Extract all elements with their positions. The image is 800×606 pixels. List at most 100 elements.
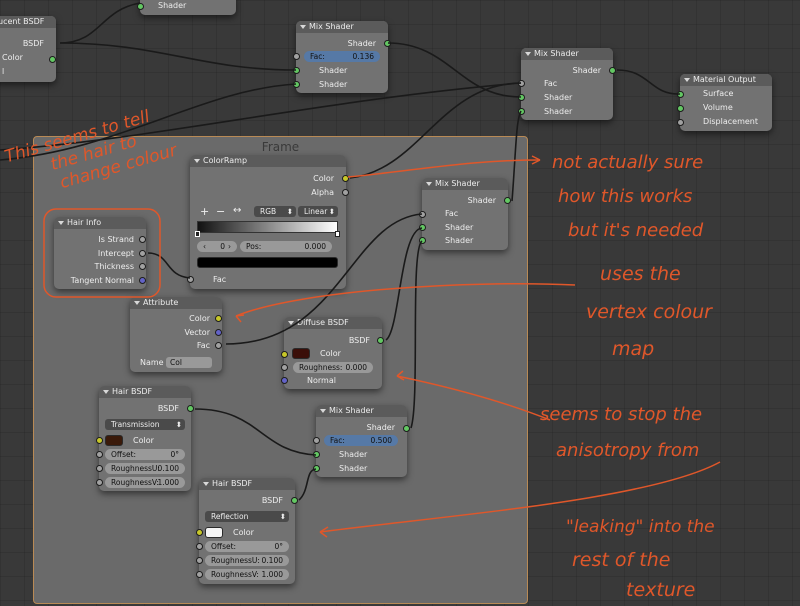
bsdf-output-label: BSDF [157,404,179,413]
stop-color-swatch[interactable] [197,257,338,268]
roughness-field[interactable]: Roughness:0.000 [293,362,373,373]
component-select[interactable]: Transmission⬍ [105,419,185,430]
shader-stub-node[interactable]: Shader [137,0,236,15]
thickness-socket[interactable] [139,263,146,270]
mix-shader-node-2[interactable]: Mix Shader Shader Fac Shader Shader [518,48,616,120]
collapse-icon[interactable] [194,158,200,163]
vector-output-socket[interactable] [215,329,222,336]
shader-input-2-label: Shader [445,236,474,245]
bsdf-output-socket[interactable] [377,337,384,344]
fac-value: 0.500 [370,436,392,445]
remove-stop-button[interactable]: − [216,205,226,218]
alpha-output-socket[interactable] [342,189,349,196]
displacement-input-socket[interactable] [677,119,684,126]
stop-index-field[interactable]: ‹0› [197,241,237,252]
color-output-socket[interactable] [342,175,349,182]
annotation-text: anisotropy from [556,440,699,461]
offset-input-socket[interactable] [196,543,203,550]
shader-input-2-socket[interactable] [419,237,426,244]
volume-input-socket[interactable] [677,105,684,112]
mix-shader-node-4[interactable]: Mix Shader Shader Fac:0.500 Shader Shade… [313,405,410,477]
color-mode-select[interactable]: RGB⬍ [254,206,296,217]
roughness-v-field[interactable]: RoughnessV:1.000 [205,569,289,580]
fac-input-socket[interactable] [293,53,300,60]
attribute-node[interactable]: Attribute Color Vector Fac Name Col [130,297,222,372]
hair-color-swatch[interactable] [205,527,223,538]
color-input-socket[interactable] [196,529,203,536]
component-select[interactable]: Reflection⬍ [205,511,289,522]
pos-field[interactable]: Pos:0.000 [240,241,332,252]
colorramp-node[interactable]: ColorRamp Color Alpha + − ↔ RGB⬍ Linear⬍… [187,155,349,289]
roughness-u-field[interactable]: RoughnessU:0.100 [205,555,289,566]
collapse-icon[interactable] [525,51,531,56]
attribute-name-input[interactable]: Col [166,357,212,368]
hair-bsdf-node-transmission[interactable]: Hair BSDF BSDF Transmission⬍ Color Offse… [96,386,194,491]
offset-field[interactable]: Offset:0° [105,449,185,460]
shader-output-socket[interactable] [609,67,616,74]
roughness-u-field[interactable]: RoughnessU:0.100 [105,463,185,474]
fac-value: 0.136 [352,52,374,61]
color-input-socket[interactable] [96,437,103,444]
bsdf-output-socket[interactable] [291,497,298,504]
shader-input-socket[interactable] [137,3,144,10]
shader-input-1-socket[interactable] [419,224,426,231]
flip-ramp-button[interactable]: ↔ [233,205,242,216]
hair-info-node[interactable]: Hair Info Is Strand Intercept Thickness … [54,217,146,289]
intercept-socket[interactable] [139,250,146,257]
stop-index-value: 0 [220,242,225,251]
pos-value: 0.000 [304,242,326,251]
shader-input-2-socket[interactable] [313,465,320,472]
collapse-icon[interactable] [320,408,326,413]
collapse-icon[interactable] [300,24,306,29]
shader-output-socket[interactable] [403,425,410,432]
collapse-icon[interactable] [684,77,690,82]
node-title: Hair Info [67,218,102,227]
color-output-label: Color [313,174,334,183]
collapse-icon[interactable] [426,181,432,186]
mix-shader-node-1[interactable]: Mix Shader Shader Fac:0.136 Shader Shade… [293,21,391,93]
add-stop-button[interactable]: + [200,205,210,218]
material-output-node[interactable]: Material Output Surface Volume Displacem… [677,74,772,131]
color-input-socket[interactable] [281,351,288,358]
offset-input-socket[interactable] [96,451,103,458]
fac-output-socket[interactable] [215,342,222,349]
diffuse-bsdf-node[interactable]: Diffuse BSDF BSDF Color Roughness:0.000 … [281,317,384,389]
hair-bsdf-node-reflection[interactable]: Hair BSDF BSDF Reflection⬍ Color Offset:… [196,478,298,584]
roughness-u-input-socket[interactable] [196,557,203,564]
normal-input-socket[interactable] [281,377,288,384]
diffuse-color-swatch[interactable] [292,348,310,359]
offset-value: 0° [170,450,179,459]
fac-field[interactable]: Fac:0.136 [304,51,380,62]
roughness-u-input-socket[interactable] [96,465,103,472]
collapse-icon[interactable] [288,320,294,325]
color-label: Color [2,53,23,62]
roughness-v-input-socket[interactable] [96,479,103,486]
mix-shader-node-3[interactable]: Mix Shader Shader Fac Shader Shader [419,178,511,250]
bsdf-output-socket[interactable] [187,405,194,412]
roughness-v-input-socket[interactable] [196,571,203,578]
interpolation-select[interactable]: Linear⬍ [298,206,338,217]
wire [511,110,522,202]
ramp-stop-white[interactable] [335,231,340,237]
color-ramp-bar[interactable] [197,221,338,233]
fac-field[interactable]: Fac:0.500 [324,435,398,446]
collapse-icon[interactable] [203,481,209,486]
collapse-icon[interactable] [58,220,64,225]
shader-output-socket[interactable] [504,197,511,204]
tangent-normal-socket[interactable] [139,277,146,284]
color-output-socket[interactable] [215,315,222,322]
ramp-stop-black[interactable] [195,231,200,237]
bsdf-output-socket[interactable] [49,56,56,63]
roughness-v-field[interactable]: RoughnessV:1.000 [105,477,185,488]
is-strand-socket[interactable] [139,236,146,243]
collapse-icon[interactable] [103,389,109,394]
fac-input-socket[interactable] [313,437,320,444]
shader-input-label: Shader [158,1,187,10]
roughness-input-socket[interactable] [281,364,288,371]
hair-color-swatch[interactable] [105,435,123,446]
fac-input-socket[interactable] [187,276,194,283]
offset-field[interactable]: Offset:0° [205,541,289,552]
translucent-bsdf-node[interactable]: ucent BSDF BSDF Color l [0,16,56,82]
collapse-icon[interactable] [134,300,140,305]
